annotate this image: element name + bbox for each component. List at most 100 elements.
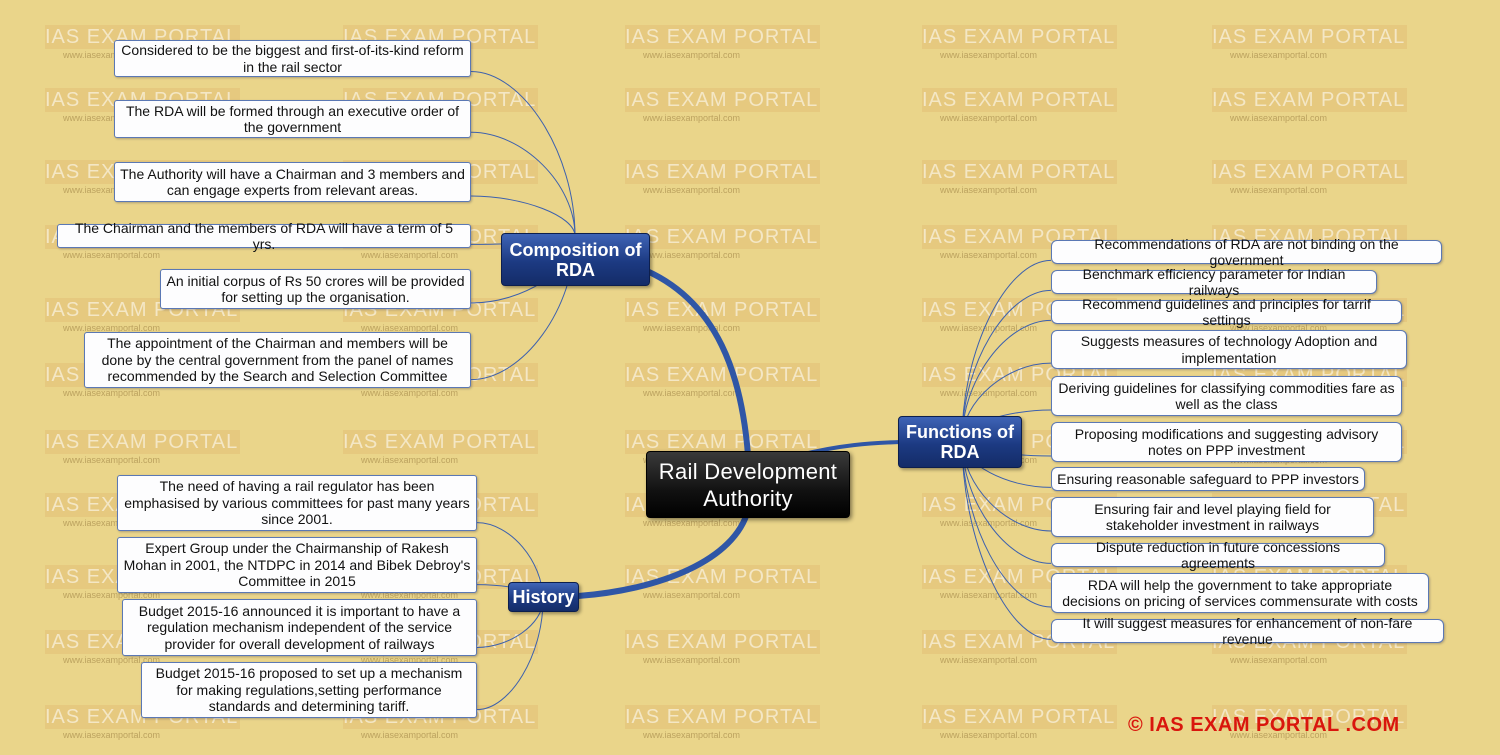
watermark-url: www.iasexamportal.com: [643, 388, 741, 398]
watermark-url: www.iasexamportal.com: [63, 113, 161, 123]
watermark-url: www.iasexamportal.com: [643, 590, 741, 600]
connector-functions-leaf: [961, 259, 1052, 441]
watermark-url: www.iasexamportal.com: [940, 185, 1038, 195]
watermark-url: www.iasexamportal.com: [361, 730, 459, 740]
watermark-url: www.iasexamportal.com: [643, 250, 741, 260]
watermark-url: www.iasexamportal.com: [361, 250, 459, 260]
watermark-url: www.iasexamportal.com: [63, 323, 161, 333]
watermark-url: www.iasexamportal.com: [63, 388, 161, 398]
watermark-url: www.iasexamportal.com: [643, 518, 741, 528]
watermark-url: www.iasexamportal.com: [940, 50, 1038, 60]
watermark-title: IAS EXAM PORTAL: [625, 298, 820, 322]
watermark-url: www.iasexamportal.com: [1230, 50, 1328, 60]
watermark-url: www.iasexamportal.com: [63, 455, 161, 465]
watermark-title: IAS EXAM PORTAL: [922, 25, 1117, 49]
functions-leaf: Recommendations of RDA are not binding o…: [1051, 236, 1442, 268]
watermark-url: www.iasexamportal.com: [1230, 323, 1328, 333]
watermark-url: www.iasexamportal.com: [1230, 655, 1328, 665]
watermark-url: www.iasexamportal.com: [1230, 113, 1328, 123]
watermark-url: www.iasexamportal.com: [940, 250, 1038, 260]
watermark-url: www.iasexamportal.com: [63, 590, 161, 600]
watermark-title: IAS EXAM PORTAL: [625, 705, 820, 729]
watermark-url: www.iasexamportal.com: [63, 185, 161, 195]
watermark-title: IAS EXAM PORTAL: [45, 430, 240, 454]
central-topic: Rail Development Authority: [646, 451, 850, 518]
watermark-title: IAS EXAM PORTAL: [625, 225, 820, 249]
watermark-url: www.iasexamportal.com: [361, 323, 459, 333]
history-leaf: The need of having a rail regulator has …: [117, 475, 477, 531]
composition-leaf: An initial corpus of Rs 50 crores will b…: [160, 269, 471, 309]
watermark-url: www.iasexamportal.com: [643, 730, 741, 740]
connector-functions-leaf: [961, 439, 1052, 608]
composition-leaf: Considered to be the biggest and first-o…: [114, 40, 471, 77]
functions-leaf: Deriving guidelines for classifying comm…: [1051, 376, 1402, 416]
functions-leaf: RDA will help the government to take app…: [1051, 573, 1429, 613]
watermark-url: www.iasexamportal.com: [361, 455, 459, 465]
watermark-url: www.iasexamportal.com: [643, 323, 741, 333]
watermark-title: IAS EXAM PORTAL: [922, 705, 1117, 729]
watermark-url: www.iasexamportal.com: [940, 730, 1038, 740]
connector-composition-leaf: [470, 195, 576, 237]
watermark-url: www.iasexamportal.com: [643, 655, 741, 665]
watermark-title: IAS EXAM PORTAL: [625, 630, 820, 654]
watermark-title: IAS EXAM PORTAL: [625, 430, 820, 454]
functions-leaf: Suggests measures of technology Adoption…: [1051, 330, 1407, 369]
functions-leaf: Proposing modifications and suggesting a…: [1051, 422, 1402, 462]
history-leaf: Budget 2015-16 proposed to set up a mech…: [141, 662, 477, 718]
connector-composition-leaf: [470, 131, 576, 237]
history-leaf: Expert Group under the Chairmanship of R…: [117, 537, 477, 593]
watermark-title: IAS EXAM PORTAL: [1212, 160, 1407, 184]
watermark-url: www.iasexamportal.com: [361, 590, 459, 600]
watermark-url: www.iasexamportal.com: [63, 730, 161, 740]
connector-functions-leaf: [961, 439, 1052, 640]
composition-leaf: The Chairman and the members of RDA will…: [57, 220, 471, 252]
connector-central-history: [575, 507, 751, 599]
watermark-title: IAS EXAM PORTAL: [625, 565, 820, 589]
watermark-url: www.iasexamportal.com: [643, 50, 741, 60]
watermark-title: IAS EXAM PORTAL: [1212, 705, 1407, 729]
watermark-url: www.iasexamportal.com: [940, 388, 1038, 398]
watermark-url: www.iasexamportal.com: [361, 655, 459, 665]
branch-functions: Functions of RDA: [898, 416, 1022, 468]
watermark-title: IAS EXAM PORTAL: [922, 88, 1117, 112]
watermark-url: www.iasexamportal.com: [940, 113, 1038, 123]
watermark-title: IAS EXAM PORTAL: [625, 25, 820, 49]
watermark-title: IAS EXAM PORTAL: [343, 430, 538, 454]
copyright-notice: © IAS EXAM PORTAL .COM: [1128, 714, 1400, 736]
connector-central-composition: [637, 265, 751, 458]
watermark-url: www.iasexamportal.com: [643, 113, 741, 123]
branch-composition: Composition of RDA: [501, 233, 650, 286]
functions-leaf: Ensuring fair and level playing field fo…: [1051, 497, 1374, 537]
connector-functions-leaf: [961, 289, 1052, 441]
functions-leaf: It will suggest measures for enhancement…: [1051, 615, 1444, 647]
watermark-title: IAS EXAM PORTAL: [625, 363, 820, 387]
watermark-title: IAS EXAM PORTAL: [625, 160, 820, 184]
watermark-url: www.iasexamportal.com: [63, 655, 161, 665]
watermark-url: www.iasexamportal.com: [63, 50, 161, 60]
watermark-url: www.iasexamportal.com: [1230, 185, 1328, 195]
watermark-url: www.iasexamportal.com: [940, 323, 1038, 333]
watermark-title: IAS EXAM PORTAL: [1212, 25, 1407, 49]
watermark-url: www.iasexamportal.com: [63, 518, 161, 528]
watermark-url: www.iasexamportal.com: [361, 388, 459, 398]
functions-leaf: Benchmark efficiency parameter for India…: [1051, 266, 1377, 298]
connector-history-leaf: [476, 599, 544, 711]
watermark-title: IAS EXAM PORTAL: [1212, 88, 1407, 112]
branch-history: History: [508, 582, 579, 612]
watermark-title: IAS EXAM PORTAL: [625, 88, 820, 112]
watermark-title: IAS EXAM PORTAL: [922, 160, 1117, 184]
